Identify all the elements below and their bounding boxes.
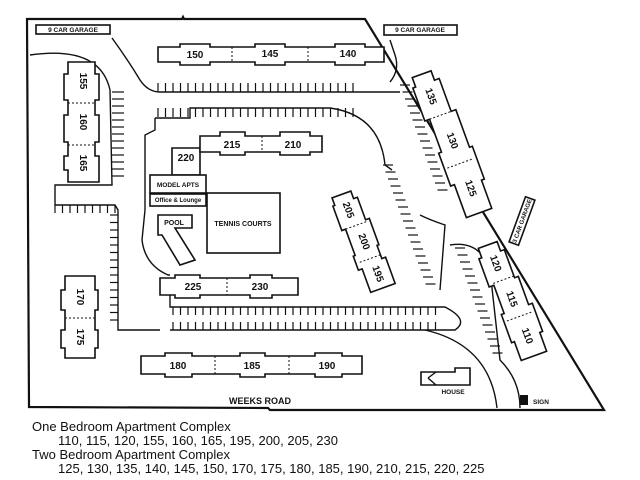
building-label: 160 — [77, 114, 88, 131]
road-se-1 — [424, 329, 498, 409]
building-180-185-190: 180 185 190 — [140, 352, 363, 378]
building-label: 175 — [74, 329, 85, 346]
building-label: 150 — [187, 50, 204, 61]
building-label: 215 — [224, 140, 241, 151]
legend-two-bedroom-list: 125, 130, 135, 140, 145, 150, 170, 175, … — [58, 461, 485, 476]
legend-two-bedroom: Two Bedroom Apartment Complex 125, 130, … — [32, 448, 484, 476]
pool-label: POOL — [164, 220, 185, 227]
parking-south — [172, 307, 437, 330]
building-220: 220 — [171, 147, 201, 176]
pool: POOL — [157, 214, 197, 266]
building-label: 170 — [74, 289, 85, 306]
legend-one-bedroom-list: 110, 115, 120, 155, 160, 165, 195, 200, … — [58, 433, 338, 448]
building-label: 140 — [340, 49, 357, 60]
building-label: 110 — [519, 327, 535, 346]
road-label: WEEKS ROAD — [229, 396, 292, 406]
sign-label: SIGN — [533, 399, 549, 406]
building-150-145-140: 150 145 140 — [157, 43, 385, 66]
road-north-outer — [111, 37, 400, 93]
building-155-160-165: 155 160 165 — [63, 61, 100, 183]
building-135-130-125: 135 130 125 — [411, 69, 493, 219]
road-ne — [389, 39, 398, 83]
legend-one-bedroom: One Bedroom Apartment Complex 110, 115, … — [32, 420, 338, 448]
building-label: 190 — [319, 361, 336, 372]
parking-west — [54, 91, 124, 321]
parking-diag — [383, 84, 503, 354]
garage-ne-label: 9 CAR GARAGE — [395, 27, 446, 34]
house: HOUSE — [420, 367, 471, 396]
building-label: 115 — [503, 290, 519, 309]
property-border — [25, 14, 606, 412]
building-label: 165 — [77, 155, 88, 172]
tennis-courts-label: TENNIS COURTS — [214, 221, 272, 228]
road-se-2 — [449, 243, 521, 409]
building-120-115-110: 120 115 110 — [477, 240, 548, 362]
building-label: 220 — [178, 153, 195, 164]
garage-nw: 9 CAR GARAGE — [35, 24, 111, 35]
building-label: 210 — [285, 140, 302, 151]
site-map: 9 CAR GARAGE 9 CAR GARAGE 3 CAR GARAGE 1… — [25, 14, 606, 412]
building-205-200-195: 205 200 195 — [331, 190, 397, 294]
office-lounge: Office & Lounge — [149, 193, 207, 207]
building-label: 180 — [170, 361, 187, 372]
building-label: 225 — [185, 282, 202, 293]
road-south-loop — [169, 280, 462, 331]
tennis-courts: TENNIS COURTS — [206, 192, 281, 254]
road-west — [29, 52, 160, 331]
parking-north — [157, 83, 354, 117]
office-lounge-label: Office & Lounge — [155, 198, 202, 204]
model-apartments: MODEL APTS — [149, 174, 207, 194]
road-inner-west — [141, 118, 170, 276]
legend-one-bedroom-title: One Bedroom Apartment Complex — [32, 419, 231, 434]
building-label: 145 — [262, 49, 279, 60]
legend-two-bedroom-title: Two Bedroom Apartment Complex — [32, 447, 230, 462]
road-north-inner — [155, 107, 393, 171]
garage-nw-label: 9 CAR GARAGE — [48, 27, 99, 34]
road-east-gap — [419, 214, 446, 291]
building-label: 185 — [244, 361, 261, 372]
garage-ne: 9 CAR GARAGE — [383, 24, 458, 36]
building-225-230: 225 230 — [159, 274, 299, 299]
building-170-175: 170 175 — [60, 275, 99, 359]
garage-east: 3 CAR GARAGE — [508, 195, 536, 247]
building-215-210: 215 210 — [199, 131, 323, 156]
model-apartments-label: MODEL APTS — [157, 182, 200, 189]
building-label: 155 — [77, 73, 88, 90]
building-label: 230 — [252, 282, 269, 293]
sign: SIGN — [520, 395, 549, 406]
house-label: HOUSE — [441, 389, 465, 396]
